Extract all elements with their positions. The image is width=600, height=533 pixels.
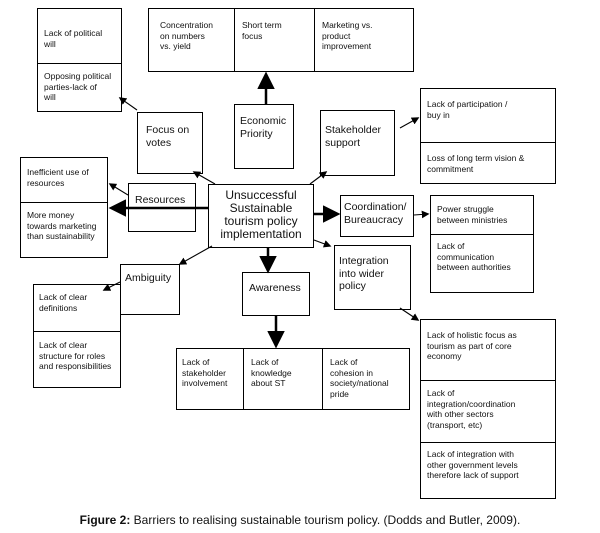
detail-lack-of-cohesion: Lack of cohesion in society/national pri… — [330, 357, 389, 399]
arrow-stakeholder-to-details — [399, 117, 420, 129]
arrow-core-to-ambiguity — [178, 245, 213, 265]
arrow-votes-to-political — [118, 97, 138, 111]
awareness-detail-group — [176, 348, 410, 410]
node-integration-wider-policy — [334, 245, 411, 310]
node-stakeholder-support — [320, 110, 395, 176]
arrow-core-to-integration — [313, 239, 332, 248]
detail-opposing-political-parties: Opposing political parties-lack of will — [44, 71, 112, 102]
detail-lack-of-participation: Lack of participation / buy in — [427, 99, 508, 120]
figure-caption-label: Figure 2: — [79, 513, 131, 527]
node-focus-on-votes — [137, 112, 203, 174]
detail-power-struggle: Power struggle between ministries — [437, 204, 508, 225]
node-coordination-bureaucracy — [340, 195, 414, 237]
detail-lack-of-integration-government: Lack of integration with other governmen… — [427, 449, 519, 480]
arrow-coordination-to-details — [413, 210, 430, 219]
ambiguity-detail-group — [33, 284, 121, 388]
coordination-detail-group — [430, 195, 534, 293]
node-core-label: Unsuccessful Sustainable tourism policy … — [220, 188, 302, 241]
political-detail-group — [37, 8, 122, 112]
integration-detail-group — [420, 319, 556, 499]
node-economic-priority — [234, 104, 294, 169]
detail-lack-of-clear-definitions: Lack of clear definitions — [39, 292, 88, 313]
detail-marketing-vs-product: Marketing vs. product improvement — [322, 20, 373, 51]
stakeholder-detail-group — [420, 88, 556, 184]
detail-short-term-focus: Short term focus — [242, 20, 282, 41]
detail-lack-of-knowledge-about-st: Lack of knowledge about ST — [251, 357, 292, 388]
arrow-resources-to-details — [108, 183, 129, 196]
detail-more-money-marketing: More money towards marketing than sustai… — [27, 210, 97, 241]
arrow-ambiguity-to-details — [102, 281, 121, 291]
node-ambiguity — [120, 264, 180, 315]
detail-loss-of-long-term-vision: Loss of long term vision & commitment — [427, 153, 525, 174]
node-stakeholder-support-label: Stakeholder support — [325, 124, 382, 149]
arrow-core-to-focus-on-votes — [192, 171, 216, 185]
connector-arrows — [102, 71, 430, 349]
node-resources-label: Resources — [135, 194, 186, 206]
economic-detail-group — [148, 8, 414, 72]
detail-lack-of-stakeholder-involvement: Lack of stakeholder involvement — [182, 357, 228, 388]
detail-lack-of-clear-structure: Lack of clear structure for roles and re… — [39, 340, 112, 371]
arrow-integration-to-details — [399, 307, 420, 321]
arrow-core-to-stakeholder — [309, 171, 328, 185]
node-ambiguity-label: Ambiguity — [125, 272, 172, 284]
node-integration-wider-policy-label: Integration into wider policy — [339, 255, 389, 292]
node-core-unsuccessful-policy — [208, 184, 314, 248]
detail-lack-of-political-will: Lack of political will — [44, 28, 103, 49]
figure-caption: Figure 2: Barriers to realising sustaina… — [0, 513, 600, 527]
detail-concentration-on-numbers: Concentration on numbers vs. yield — [160, 20, 213, 51]
resources-detail-group — [20, 157, 108, 258]
node-awareness — [242, 272, 310, 316]
node-coordination-bureaucracy-label: Coordination/ Bureaucracy — [344, 201, 407, 226]
node-awareness-label: Awareness — [249, 282, 301, 294]
node-focus-on-votes-label: Focus on votes — [146, 124, 190, 149]
node-economic-priority-label: Economic Priority — [240, 115, 287, 140]
figure-caption-text: Barriers to realising sustainable touris… — [130, 513, 521, 527]
detail-inefficient-use-of-resources: Inefficient use of resources — [27, 167, 89, 188]
detail-lack-of-communication: Lack of communication between authoritie… — [437, 241, 511, 272]
detail-lack-of-integration-sectors: Lack of integration/coordination with ot… — [427, 388, 516, 430]
detail-lack-of-holistic-focus: Lack of holistic focus as tourism as par… — [427, 330, 517, 361]
